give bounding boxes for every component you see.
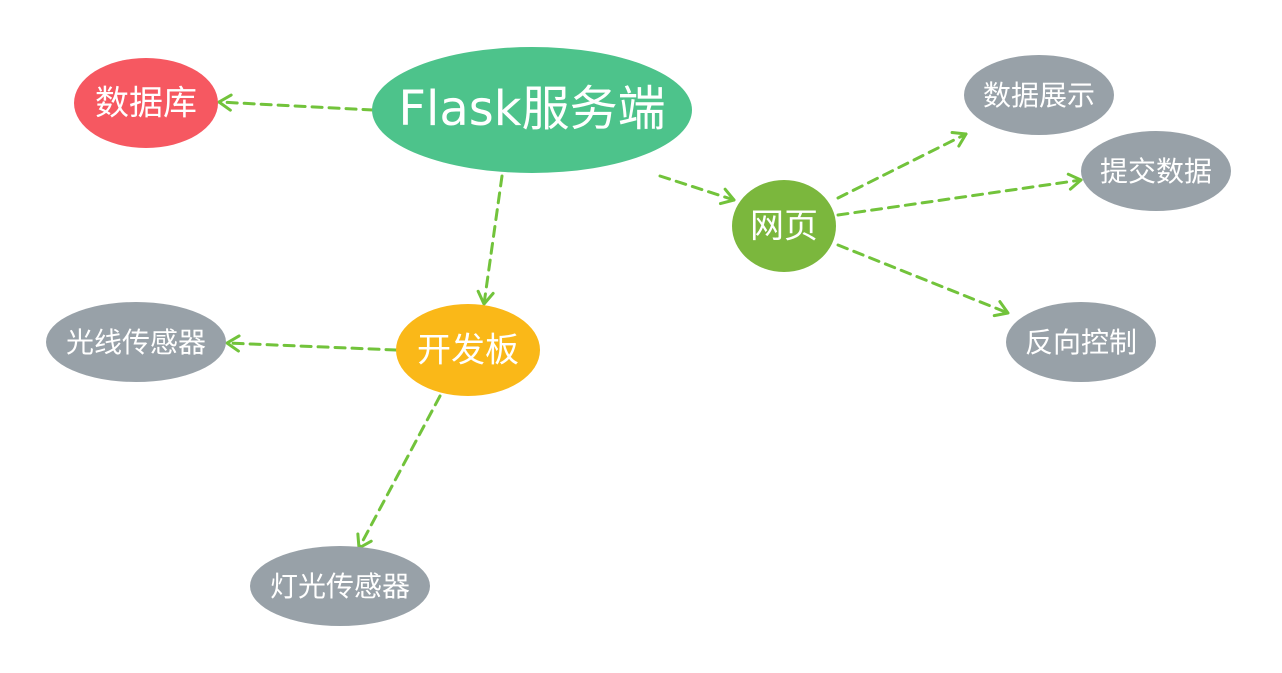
node-light-sensor: 光线传感器 <box>46 302 226 382</box>
lamp-sensor-node-shape <box>250 546 430 626</box>
light-sensor-node-shape <box>46 302 226 382</box>
webpage-node-label: 网页 <box>750 207 818 247</box>
lamp-sensor-node-label: 灯光传感器 <box>270 570 410 603</box>
data-display-node-shape <box>964 55 1114 135</box>
edge-board-to-lamp-sensor <box>357 394 442 550</box>
server-node-shape <box>372 47 692 173</box>
edges-layer <box>217 93 1083 550</box>
edge-board-to-light-sensor <box>225 341 398 352</box>
board-node-label: 开发板 <box>417 331 519 371</box>
edge-server-to-database <box>217 100 375 112</box>
edge-webpage-to-data-display <box>836 132 968 200</box>
reverse-control-node-shape <box>1006 302 1156 382</box>
data-display-node-label: 数据展示 <box>983 79 1095 112</box>
database-node-label: 数据库 <box>95 84 197 124</box>
node-lamp-sensor: 灯光传感器 <box>250 546 430 626</box>
board-node-shape <box>396 304 540 396</box>
arrowhead-database-icon <box>217 93 233 112</box>
edge-server-to-board <box>482 174 504 306</box>
submit-data-node-label: 提交数据 <box>1100 155 1212 188</box>
server-node-label: Flask服务端 <box>398 81 665 137</box>
node-server: Flask服务端 <box>372 47 692 173</box>
arrowhead-board-icon <box>476 289 495 306</box>
arrowhead-webpage-icon <box>718 187 736 206</box>
edge-webpage-to-submit-data <box>836 178 1083 217</box>
node-webpage: 网页 <box>732 180 836 272</box>
arrowhead-reverse-control-icon <box>992 300 1010 318</box>
arrowhead-submit-data-icon <box>1066 172 1083 191</box>
edge-webpage-to-reverse-control <box>836 243 1010 315</box>
arrowhead-light-sensor-icon <box>225 334 241 353</box>
node-database: 数据库 <box>74 58 218 148</box>
submit-data-node-shape <box>1081 131 1231 211</box>
node-submit-data: 提交数据 <box>1081 131 1231 211</box>
edge-server-to-webpage <box>658 174 736 202</box>
light-sensor-node-label: 光线传感器 <box>66 326 206 359</box>
arrowhead-data-display-icon <box>950 130 968 148</box>
node-board: 开发板 <box>396 304 540 396</box>
database-node-shape <box>74 58 218 148</box>
node-reverse-control: 反向控制 <box>1006 302 1156 382</box>
node-data-display: 数据展示 <box>964 55 1114 135</box>
reverse-control-node-label: 反向控制 <box>1025 326 1137 359</box>
webpage-node-shape <box>732 180 836 272</box>
